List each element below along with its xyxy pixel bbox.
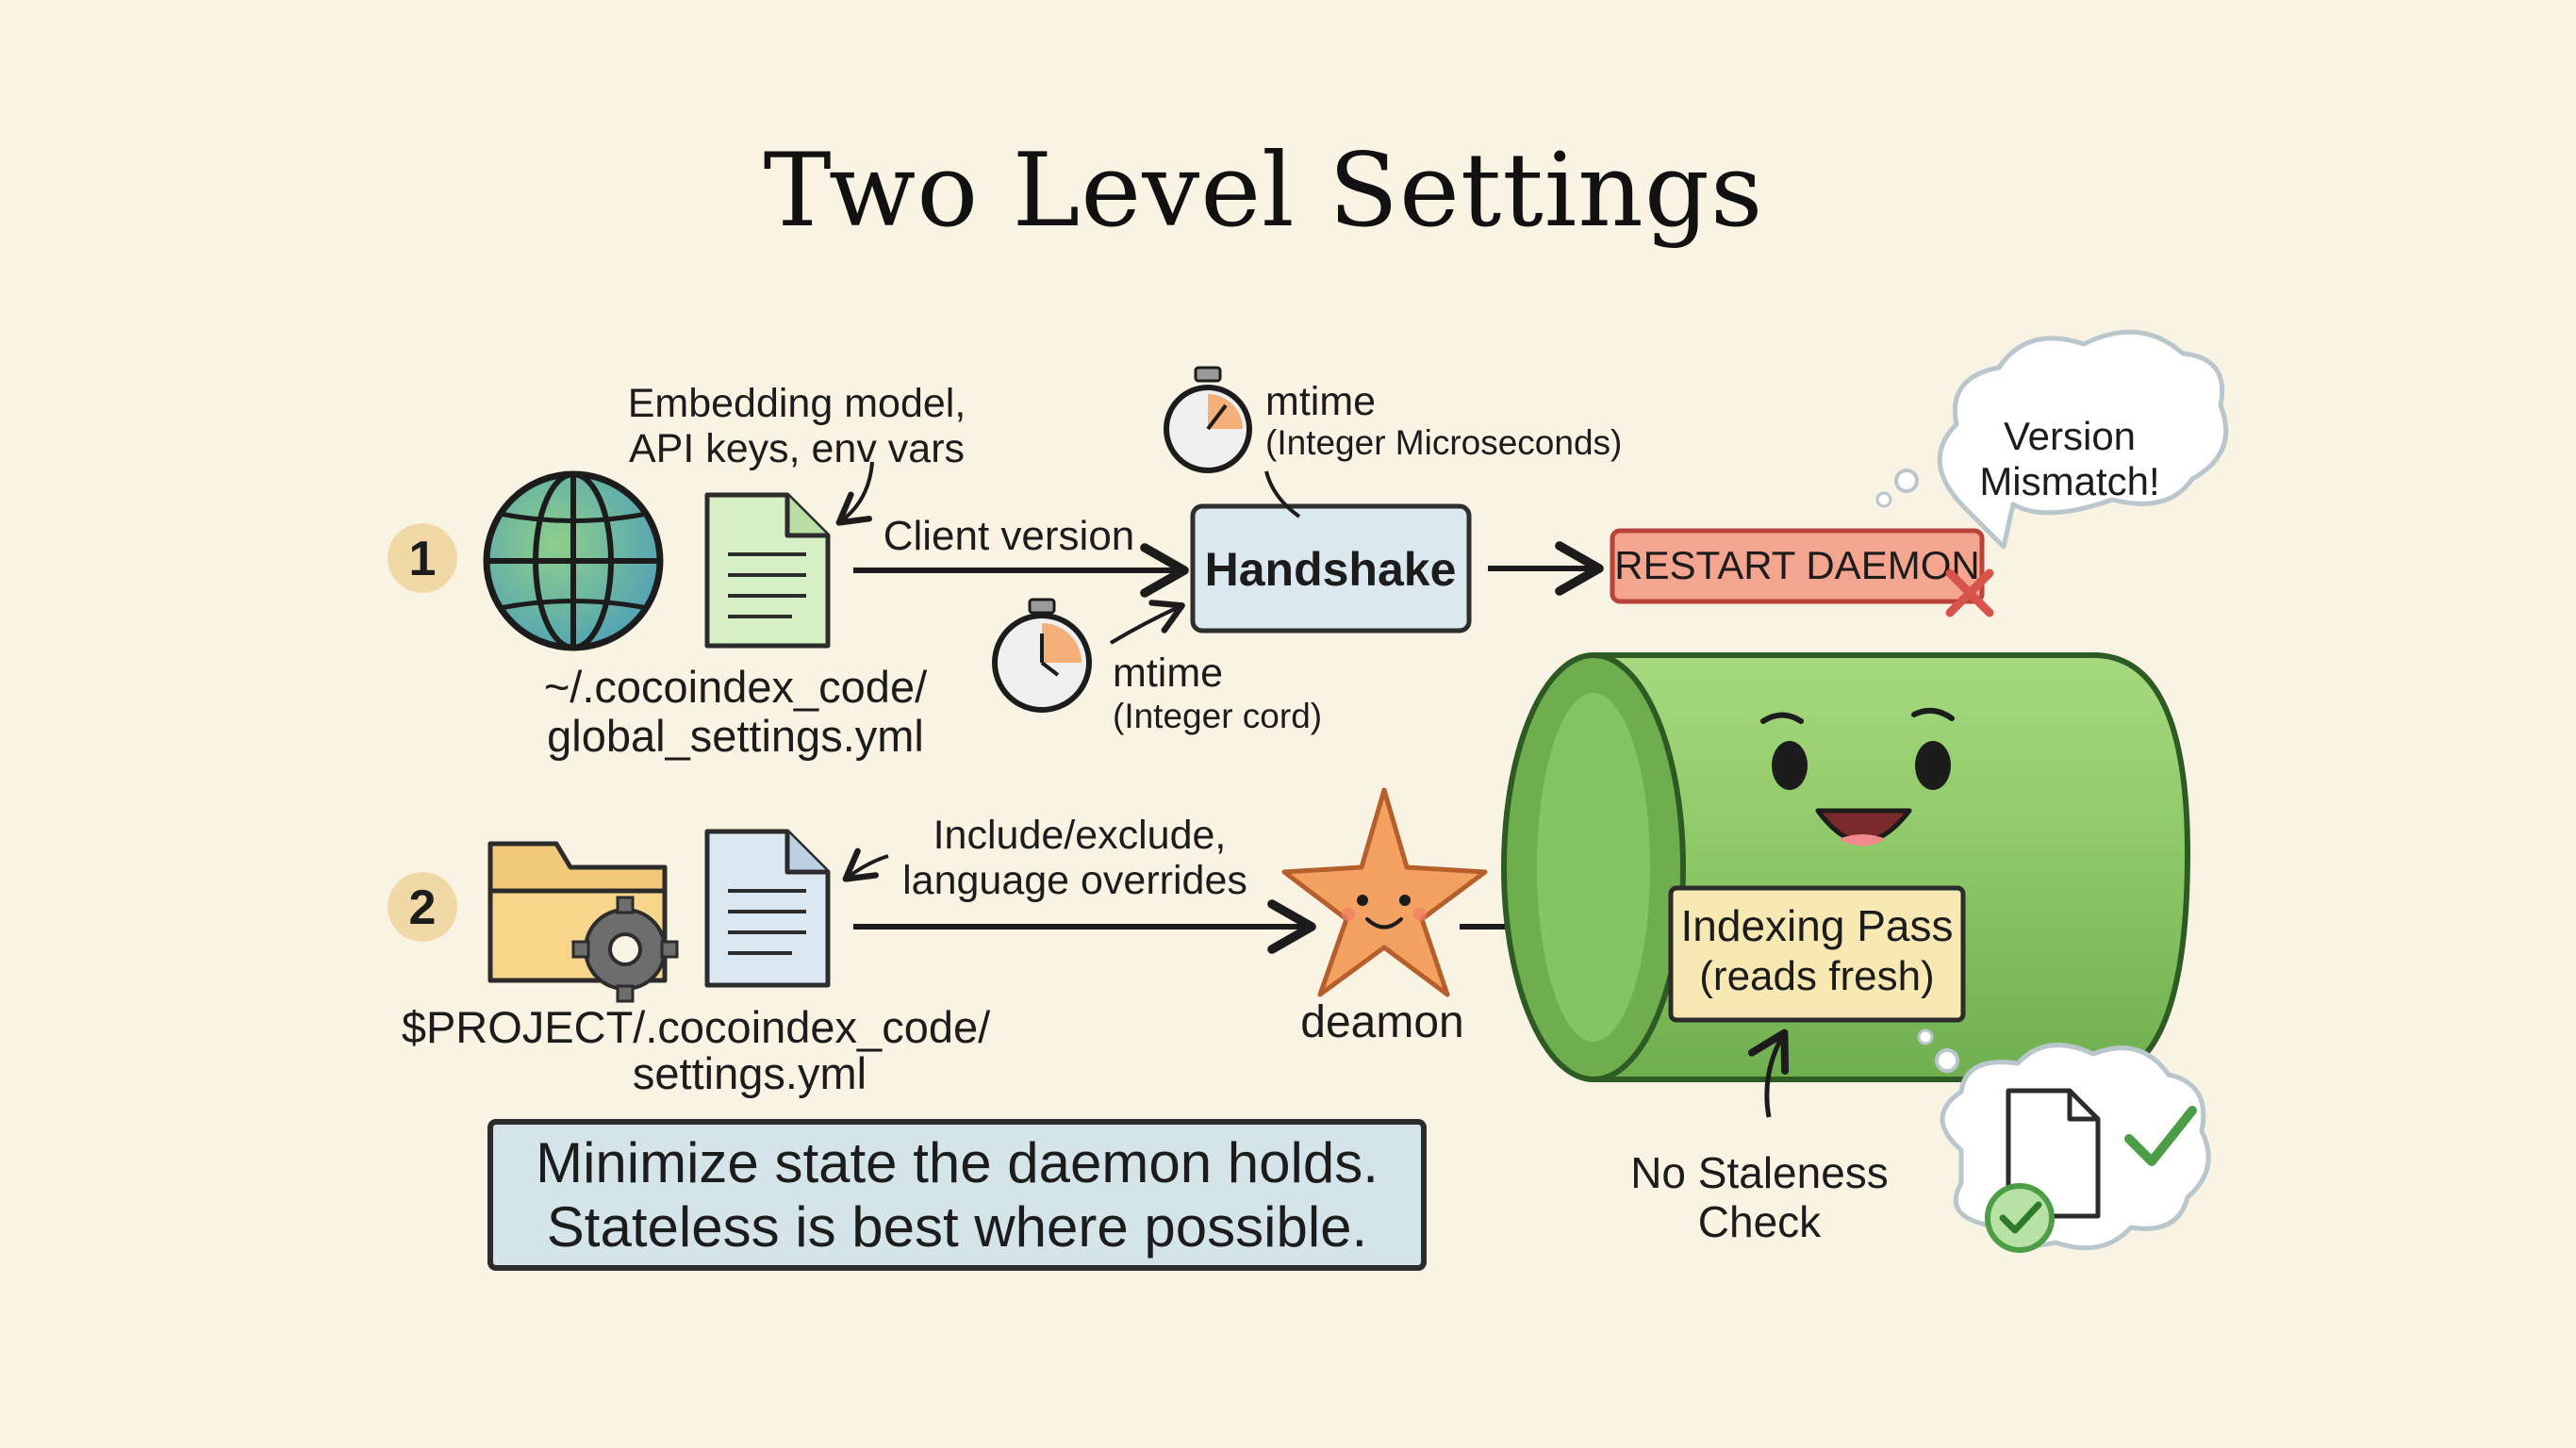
gear-icon — [571, 896, 679, 1003]
stopwatch-icon — [992, 598, 1092, 713]
handshake-mtime-top: mtime — [1265, 379, 1376, 424]
handshake-label: Handshake — [1205, 543, 1457, 596]
handshake-mtime-bottom: mtime — [1113, 650, 1223, 696]
level2-path-line2: settings.yml — [633, 1048, 867, 1098]
globe-icon — [483, 470, 664, 651]
daemon-label: deamon — [1300, 997, 1463, 1047]
handshake-mtime-bottom-sub: (Integer cord) — [1113, 697, 1322, 735]
indexing-pass-box: Indexing Pass (reads fresh) — [1668, 885, 1966, 1023]
level2-path-line1: $PROJECT/.cocoindex_code/ — [402, 1002, 991, 1052]
staleness-line1: No Staleness — [1630, 1148, 1889, 1197]
checkmark-icon — [2124, 1106, 2197, 1166]
indexing-line2: (reads fresh) — [1699, 953, 1934, 999]
level1-number: 1 — [409, 532, 437, 586]
starfish-daemon-icon — [1281, 787, 1488, 997]
check-circle-icon — [1985, 1183, 2055, 1253]
level2-note-line2: language overrides — [902, 858, 1247, 903]
page-title: Two Level Settings — [763, 132, 1764, 250]
bubble-line1: Version — [2004, 414, 2136, 458]
indexing-line1: Indexing Pass — [1681, 901, 1954, 950]
level2-number-badge: 2 — [388, 872, 457, 942]
stopwatch-icon — [1164, 366, 1252, 473]
client-version-label: Client version — [883, 513, 1135, 559]
restart-daemon-box: RESTART DAEMON — [1610, 528, 1985, 604]
principle-box: Minimize state the daemon holds. Statele… — [487, 1119, 1427, 1271]
level1-note-arrow — [835, 461, 874, 526]
staleness-line2: Check — [1698, 1197, 1822, 1246]
version-mismatch-bubble: Version Mismatch! — [1875, 329, 2229, 550]
handshake-box: Handshake — [1190, 503, 1472, 634]
mtime-top-connector — [1264, 470, 1301, 518]
restart-daemon-label: RESTART DAEMON — [1614, 543, 1979, 587]
staleness-arrow — [1748, 1028, 1790, 1118]
level2-number: 2 — [409, 880, 437, 935]
level2-note-arrow — [842, 847, 889, 882]
global-settings-file-icon — [704, 492, 831, 649]
principle-line2: Stateless is best where possible. — [547, 1195, 1367, 1259]
level1-number-badge: 1 — [388, 523, 457, 593]
level1-note-line1: Embedding model, — [628, 381, 966, 426]
level1-path-line1: ~/.cocoindex_code/ — [544, 662, 928, 712]
level1-path-line2: global_settings.yml — [547, 711, 924, 761]
principle-line1: Minimize state the daemon holds. — [536, 1131, 1379, 1194]
level1-note-line2: API keys, env vars — [629, 426, 965, 471]
mtime-bottom-arrow — [1109, 600, 1185, 645]
level2-note-line1: Include/exclude, — [933, 813, 1227, 858]
handshake-mtime-top-sub: (Integer Microseconds) — [1265, 423, 1622, 462]
bubble-line2: Mismatch! — [1979, 459, 2159, 503]
project-settings-file-icon — [704, 829, 831, 988]
close-icon — [1945, 568, 1994, 617]
